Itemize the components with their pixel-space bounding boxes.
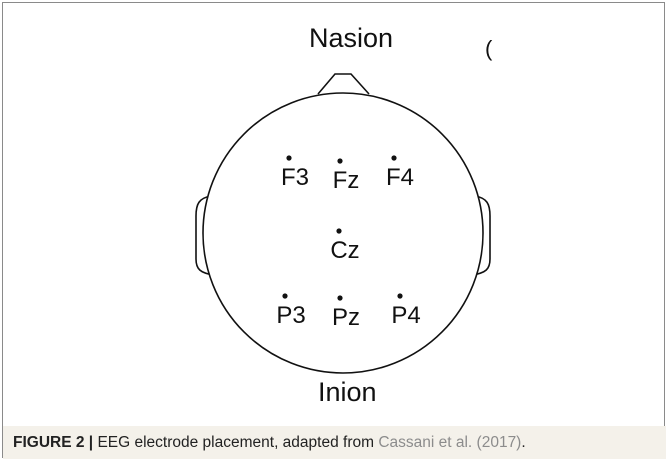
caption-label: FIGURE 2 | [13,434,94,451]
nose-shape [317,73,370,95]
right-ear-shape [471,195,491,276]
electrode-dot-p4 [397,293,403,299]
electrode-label-p3: P3 [276,302,305,329]
head-circle [202,92,484,374]
electrode-dot-cz [336,228,342,234]
electrode-dot-f3 [286,155,292,161]
nasion-label: Nasion [309,23,394,53]
electrode-dot-f4 [391,155,397,161]
electrode-label-pz: Pz [332,304,360,331]
caption-end: . [521,434,526,451]
electrode-dot-p3 [282,293,288,299]
electrode-label-cz: Cz [330,237,359,264]
electrode-label-f3: F3 [281,164,309,191]
electrode-dot-fz [337,158,343,164]
figure-caption: FIGURE 2 | EEG electrode placement, adap… [3,426,666,459]
electrode-label-fz: Fz [333,167,360,194]
electrode-label-p4: P4 [391,302,420,329]
citation-link[interactable]: Cassani et al. (2017) [378,434,522,451]
stray-mark: ( [485,36,493,61]
left-ear-shape [195,195,215,276]
electrode-dot-pz [337,295,343,301]
caption-text: EEG electrode placement, adapted from [93,434,379,451]
inion-label: Inion [318,377,377,407]
electrode-label-f4: F4 [386,164,414,191]
